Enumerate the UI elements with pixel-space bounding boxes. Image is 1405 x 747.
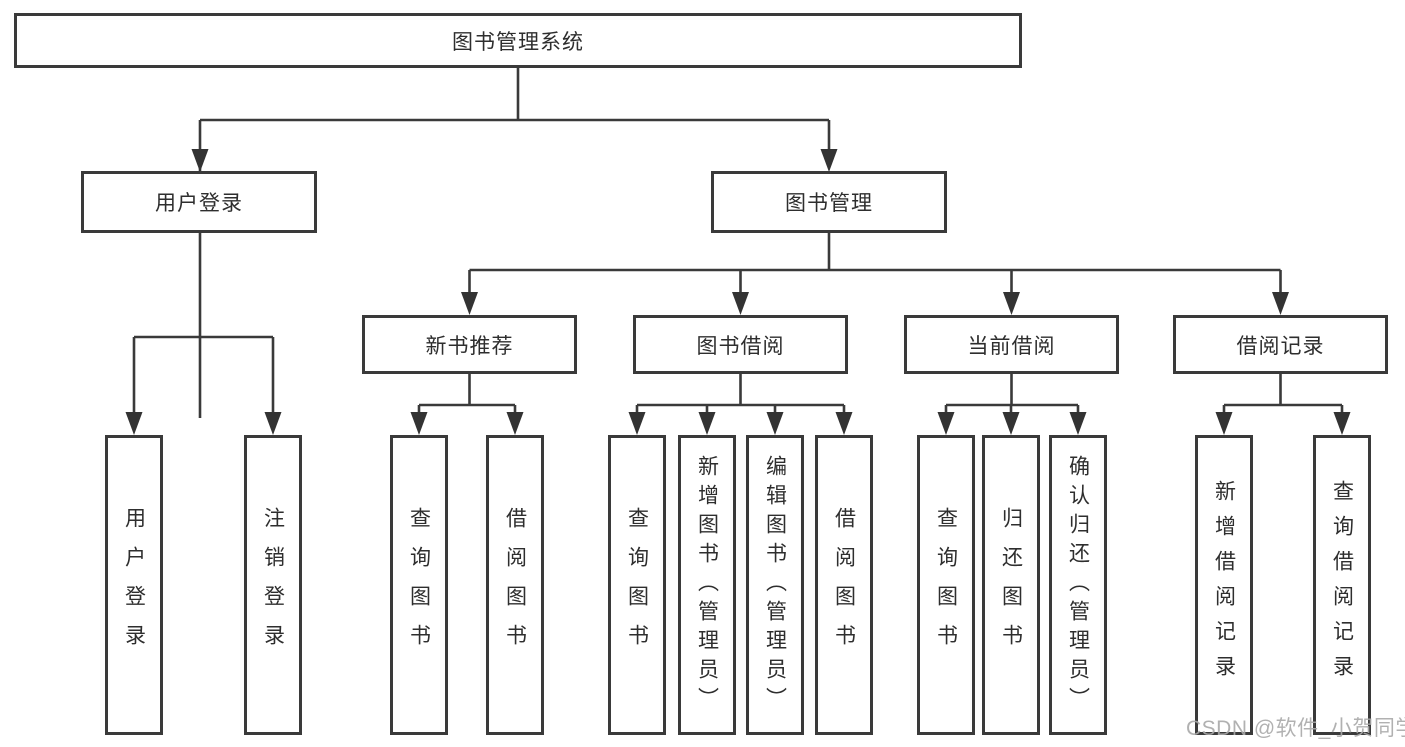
node-book-management-label: 图书管理 xyxy=(785,192,873,215)
leaf-confirm-return-admin: 确认归还（管理员） xyxy=(1049,435,1107,735)
leaf-query-books-3: 查询图书 xyxy=(917,435,975,735)
leaf-add-borrow-record-label: 新增借阅记录 xyxy=(1212,480,1236,690)
arrowheads xyxy=(125,149,1351,435)
leaf-borrow-books-2-label: 借阅图书 xyxy=(832,507,856,663)
leaf-query-books-3-label: 查询图书 xyxy=(934,507,958,663)
leaf-query-borrow-record: 查询借阅记录 xyxy=(1313,435,1371,735)
leaf-edit-books-admin-label: 编辑图书（管理员） xyxy=(763,454,787,716)
node-book-borrowing-label: 图书借阅 xyxy=(696,334,785,358)
node-user-login: 用户登录 xyxy=(81,171,317,233)
leaf-borrow-books-1: 借阅图书 xyxy=(486,435,544,735)
leaf-query-books-1: 查询图书 xyxy=(390,435,448,735)
node-current-borrowing: 当前借阅 xyxy=(904,315,1119,374)
leaf-return-books-label: 归还图书 xyxy=(999,507,1023,663)
leaf-add-books-admin: 新增图书（管理员） xyxy=(678,435,736,735)
node-book-management: 图书管理 xyxy=(711,171,947,233)
node-borrowing-records-label: 借阅记录 xyxy=(1236,334,1325,358)
leaf-logout: 注销登录 xyxy=(244,435,302,735)
leaf-logout-label: 注销登录 xyxy=(261,507,285,663)
leaf-return-books: 归还图书 xyxy=(982,435,1040,735)
csdn-watermark: CSDN @软件_小贺同学 xyxy=(1186,717,1405,740)
leaf-edit-books-admin: 编辑图书（管理员） xyxy=(746,435,804,735)
node-new-book-recommend-label: 新书推荐 xyxy=(425,334,514,358)
leaf-add-borrow-record: 新增借阅记录 xyxy=(1195,435,1253,735)
node-borrowing-records: 借阅记录 xyxy=(1173,315,1388,374)
node-root-label: 图书管理系统 xyxy=(452,30,584,54)
node-user-login-label: 用户登录 xyxy=(155,192,243,215)
leaf-user-login-label: 用户登录 xyxy=(122,507,146,663)
leaf-borrow-books-2: 借阅图书 xyxy=(815,435,873,735)
leaf-query-books-2-label: 查询图书 xyxy=(625,507,649,663)
leaf-query-borrow-record-label: 查询借阅记录 xyxy=(1330,480,1354,690)
leaf-confirm-return-admin-label: 确认归还（管理员） xyxy=(1066,454,1090,716)
leaf-query-books-2: 查询图书 xyxy=(608,435,666,735)
leaf-query-books-1-label: 查询图书 xyxy=(407,507,431,663)
node-current-borrowing-label: 当前借阅 xyxy=(967,334,1056,358)
leaf-borrow-books-1-label: 借阅图书 xyxy=(503,507,527,663)
node-book-borrowing: 图书借阅 xyxy=(633,315,848,374)
node-root: 图书管理系统 xyxy=(14,13,1022,68)
leaf-user-login: 用户登录 xyxy=(105,435,163,735)
node-new-book-recommend: 新书推荐 xyxy=(362,315,577,374)
leaf-add-books-admin-label: 新增图书（管理员） xyxy=(695,454,719,716)
